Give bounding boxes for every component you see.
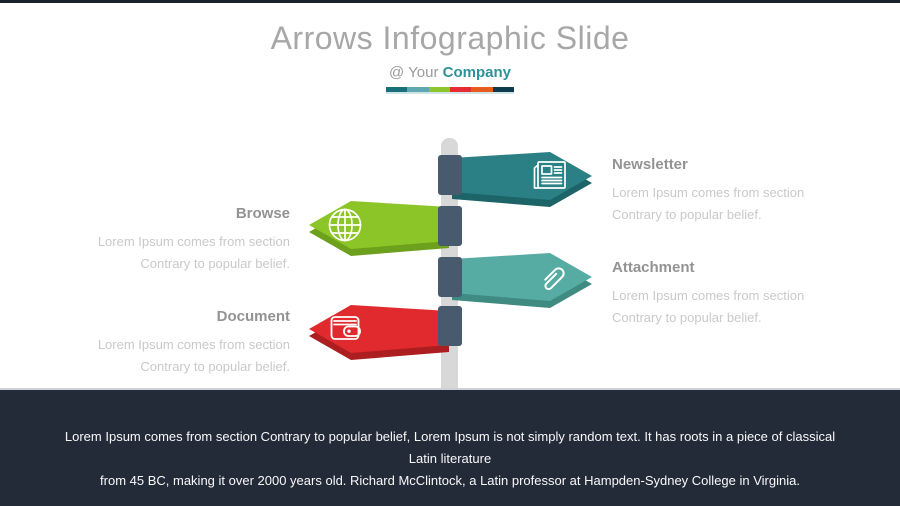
item-newsletter: Newsletter Lorem Ipsum comes from sectio… — [612, 156, 812, 225]
item-label: Browse — [235, 205, 290, 222]
item-browse: Browse Lorem Ipsum comes from section Co… — [92, 205, 290, 274]
arrow-browse — [309, 201, 449, 256]
item-label: Newsletter — [612, 156, 688, 173]
item-desc-line: Contrary to popular belief. — [140, 255, 290, 271]
item-document: Document Lorem Ipsum comes from section … — [92, 308, 290, 377]
footer-text-line: from 45 BC, making it over 2000 years ol… — [100, 473, 800, 488]
item-label: Attachment — [612, 259, 695, 276]
wallet-icon — [330, 316, 361, 340]
subtitle-prefix: @ Your — [389, 64, 443, 81]
color-divider-bar — [386, 87, 514, 92]
subtitle-company: Company — [442, 64, 511, 81]
item-desc-line: Contrary to popular belief. — [140, 358, 290, 374]
paperclip-icon — [544, 267, 565, 291]
arrow-newsletter — [452, 152, 592, 207]
top-edge-strip — [0, 0, 900, 3]
item-desc-line: Lorem Ipsum comes from section — [612, 288, 805, 303]
item-desc-line: Contrary to popular belief. — [612, 206, 762, 222]
item-label: Document — [216, 308, 290, 325]
footer-text-line: Lorem Ipsum comes from section Contrary … — [64, 429, 836, 466]
item-desc-line: Lorem Ipsum comes from section — [612, 185, 805, 200]
footer-panel: Lorem Ipsum comes from section Contrary … — [0, 388, 900, 506]
pole-clamp — [438, 306, 462, 346]
pole-clamp — [438, 155, 462, 195]
divider-segment — [407, 87, 429, 92]
arrow-document — [309, 305, 449, 360]
divider-segment — [492, 87, 514, 92]
item-desc-line: Contrary to popular belief. — [612, 309, 762, 325]
item-desc-line: Lorem Ipsum comes from section — [97, 234, 290, 249]
item-attachment: Attachment Lorem Ipsum comes from sectio… — [612, 259, 812, 328]
pole-clamp — [438, 206, 462, 246]
divider-segment — [428, 87, 450, 92]
subtitle: @ Your Company — [0, 64, 900, 81]
footer-text: Lorem Ipsum comes from section Contrary … — [50, 426, 850, 492]
arrow-attachment — [452, 253, 592, 308]
item-desc-line: Lorem Ipsum comes from section — [97, 337, 290, 352]
divider-segment — [471, 87, 493, 92]
divider-segment — [449, 87, 472, 92]
page-title: Arrows Infographic Slide — [270, 20, 630, 56]
pole-clamp — [438, 257, 462, 297]
globe-icon — [328, 208, 362, 242]
newspaper-icon — [533, 161, 566, 189]
divider-segment — [386, 87, 408, 92]
